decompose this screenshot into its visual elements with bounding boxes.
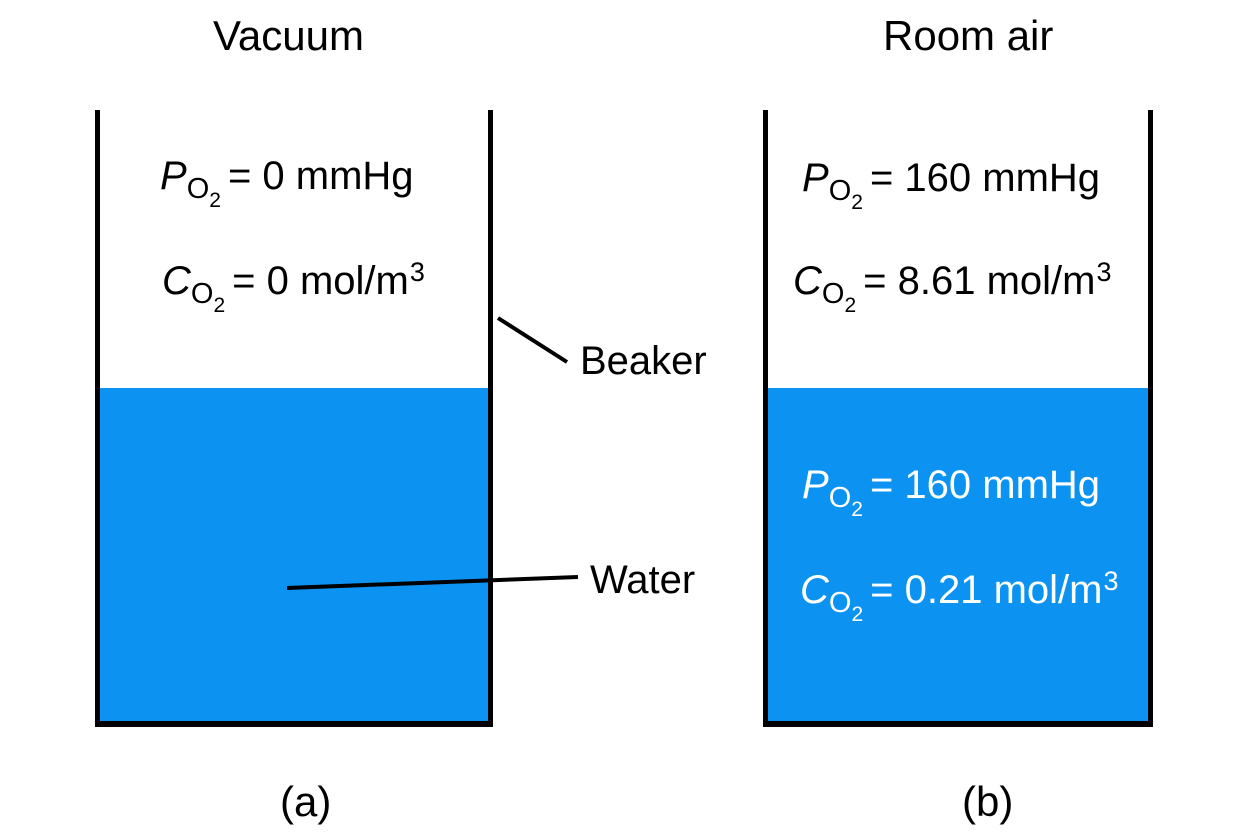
beaker-a-outline — [95, 110, 493, 727]
beaker-annotation-label: Beaker — [580, 339, 707, 383]
subscript-element: O — [828, 482, 852, 514]
beaker-b-outline — [763, 110, 1153, 727]
co2-value-b-water: CO2 = 0.21 mol/m3 — [800, 568, 1119, 626]
subscript-number: 2 — [844, 294, 857, 317]
quantity-symbol: C — [800, 568, 829, 612]
exponent: 3 — [1103, 566, 1119, 596]
po2-value-b-gas: PO2 = 160 mmHg — [802, 156, 1101, 213]
subscript-number: 2 — [209, 189, 221, 212]
subscript-number: 2 — [213, 294, 226, 317]
quantity-symbol: C — [162, 259, 191, 303]
po2-value-b-water: PO2 = 160 mmHg — [802, 463, 1101, 520]
equation-value: = 0 mmHg — [227, 154, 414, 198]
co2-value-a-gas: CO2 = 0 mol/m3 — [162, 259, 425, 317]
panel-a-title: Vacuum — [213, 12, 364, 59]
subscript-element: O — [190, 278, 214, 310]
quantity-symbol: P — [802, 463, 829, 507]
beaker-a-water — [100, 388, 488, 721]
water-annotation-label: Water — [590, 558, 696, 602]
panel-a-caption: (a) — [280, 778, 332, 825]
equation-value: = 160 mmHg — [869, 463, 1101, 507]
equation-value: = 0 mol/m — [232, 259, 409, 303]
subscript-number: 2 — [851, 603, 864, 626]
equation-value: = 8.61 mol/m — [863, 259, 1096, 303]
subscript-element: O — [186, 173, 210, 205]
panel-b-caption: (b) — [962, 778, 1014, 825]
exponent: 3 — [1096, 257, 1112, 287]
subscript-element: O — [821, 278, 845, 310]
equation-value: = 160 mmHg — [869, 156, 1101, 200]
subscript-element: O — [828, 587, 852, 619]
co2-value-b-gas: CO2 = 8.61 mol/m3 — [793, 259, 1112, 317]
exponent: 3 — [409, 257, 425, 287]
quantity-symbol: C — [793, 259, 822, 303]
beaker-b-water — [768, 388, 1148, 721]
equation-value: = 0.21 mol/m — [870, 568, 1103, 612]
po2-value-a-gas: PO2 = 0 mmHg — [160, 154, 415, 211]
quantity-symbol: P — [802, 156, 829, 200]
subscript-element: O — [828, 175, 852, 207]
panel-b-title: Room air — [883, 12, 1054, 59]
quantity-symbol: P — [160, 154, 187, 198]
subscript-number: 2 — [851, 191, 863, 214]
subscript-number: 2 — [851, 498, 863, 521]
beaker-pointer-line — [496, 316, 569, 364]
